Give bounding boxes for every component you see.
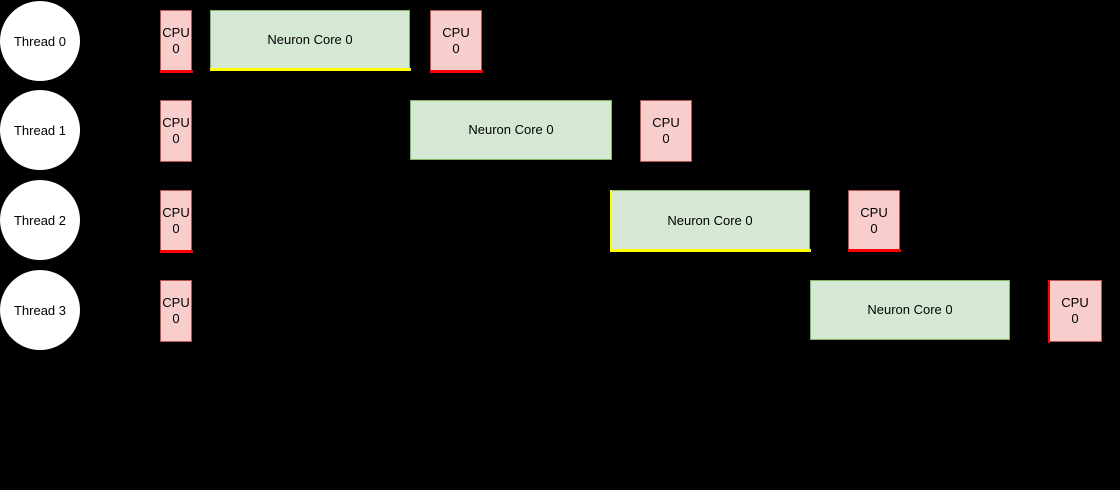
- cpu-block: CPU 0: [429, 10, 483, 73]
- edge-highlight-yellow: [209, 68, 411, 71]
- cpu-block: CPU 0: [159, 190, 193, 253]
- cpu-block: CPU 0: [160, 280, 192, 342]
- neuron-core-block: Neuron Core 0: [609, 189, 811, 252]
- edge-highlight-red: [1047, 279, 1050, 343]
- thread-label: Thread 2: [13, 212, 67, 228]
- cpu-block: CPU 0: [847, 190, 901, 252]
- thread-label: Thread 1: [13, 122, 67, 138]
- connector-arrowhead: [1042, 307, 1048, 312]
- cpu-block-label: CPU 0: [162, 205, 190, 236]
- cpu-block-label: CPU 0: [162, 25, 190, 56]
- neuron-core-block: Neuron Core 0: [810, 280, 1010, 340]
- cpu-block: CPU 0: [160, 100, 192, 162]
- cpu-block: CPU 0: [159, 10, 193, 73]
- thread-label: Thread 0: [13, 33, 67, 49]
- edge-highlight-yellow: [609, 189, 612, 252]
- thread-label: Thread 3: [13, 302, 67, 318]
- cpu-block: CPU 0: [640, 100, 692, 162]
- cpu-block-label: CPU 0: [442, 25, 470, 56]
- edge-highlight-yellow: [609, 249, 811, 252]
- cpu-block-label: CPU 0: [162, 115, 190, 146]
- thread-node: Thread 3: [0, 270, 80, 350]
- edge-highlight-red: [159, 250, 193, 253]
- cpu-block-label: CPU 0: [652, 115, 680, 146]
- thread-node: Thread 0: [0, 1, 80, 81]
- neuron-core-block: Neuron Core 0: [410, 100, 612, 160]
- edge-highlight-red: [429, 70, 483, 73]
- neuron-core-block: Neuron Core 0: [209, 10, 411, 71]
- neuron-block-label: Neuron Core 0: [468, 122, 554, 138]
- cpu-block-label: CPU 0: [162, 295, 190, 326]
- cpu-block-label: CPU 0: [1061, 295, 1089, 326]
- edge-highlight-red: [159, 70, 193, 73]
- connector-arrowhead: [204, 38, 210, 43]
- thread-node: Thread 2: [0, 180, 80, 260]
- neuron-block-label: Neuron Core 0: [867, 302, 953, 318]
- thread-node: Thread 1: [0, 90, 80, 170]
- cpu-block-label: CPU 0: [860, 204, 888, 236]
- neuron-block-label: Neuron Core 0: [667, 212, 753, 228]
- connector-arrowhead: [604, 217, 610, 222]
- neuron-block-label: Neuron Core 0: [267, 32, 353, 48]
- cpu-block: CPU 0: [1047, 279, 1102, 343]
- edge-highlight-red: [847, 249, 901, 252]
